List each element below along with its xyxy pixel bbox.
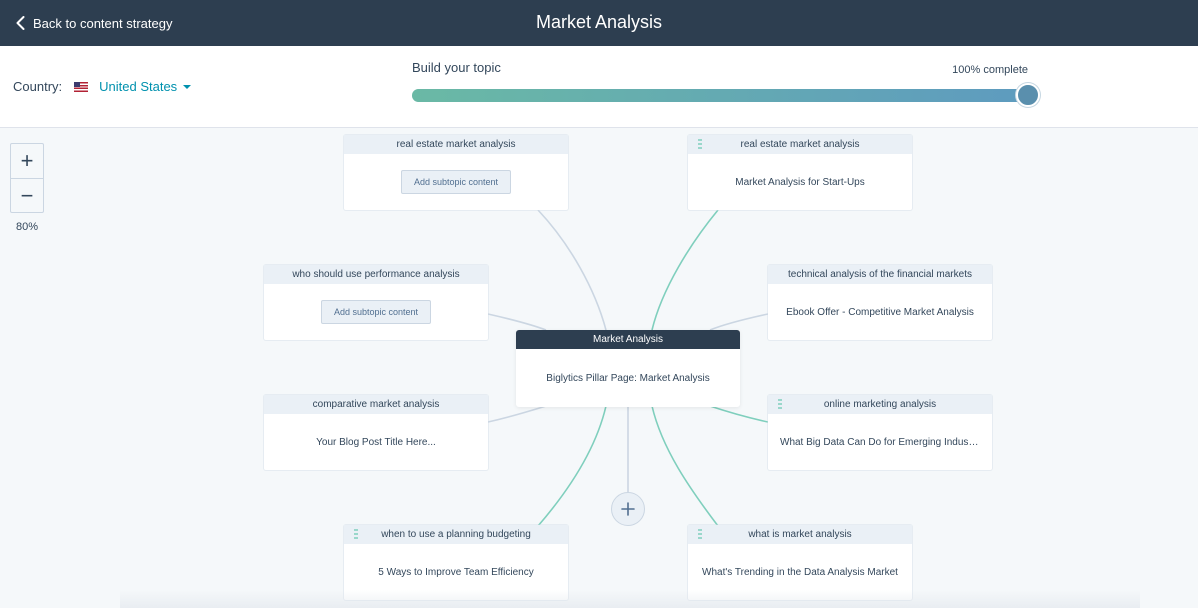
- country-value: United States: [99, 79, 178, 94]
- subtopic-header: what is market analysis: [688, 525, 912, 544]
- subtopic-header: when to use a planning budgeting: [344, 525, 568, 544]
- topic-cluster-canvas[interactable]: + − 80% real estate market analysis Add …: [0, 129, 1198, 608]
- subtopic-card[interactable]: online marketing analysis What Big Data …: [768, 395, 992, 470]
- subtopic-header: technical analysis of the financial mark…: [768, 265, 992, 284]
- subtopic-card[interactable]: comparative market analysis Your Blog Po…: [264, 395, 488, 470]
- cluster-links: [487, 209, 769, 527]
- subtopic-title: online marketing analysis: [823, 399, 937, 410]
- subtopic-header: real estate market analysis: [688, 135, 912, 154]
- country-label: Country:: [13, 79, 63, 94]
- top-bar: Back to content strategy Market Analysis: [0, 0, 1198, 46]
- subtopic-title: who should use performance analysis: [292, 269, 460, 280]
- subtopic-title: what is market analysis: [748, 529, 852, 540]
- back-to-content-strategy-link[interactable]: Back to content strategy: [16, 0, 172, 46]
- zoom-controls: + −: [10, 143, 44, 213]
- drag-handle-icon[interactable]: [778, 399, 782, 409]
- add-subtopic-content-button[interactable]: Add subtopic content: [320, 300, 432, 324]
- plus-icon: [621, 502, 635, 516]
- progress-text: 100% complete: [952, 64, 1028, 76]
- subtopic-title: comparative market analysis: [312, 399, 440, 410]
- link-subtopic-7: [537, 405, 607, 527]
- add-subtopic-content-button[interactable]: Add subtopic content: [400, 170, 512, 194]
- subtopic-header: online marketing analysis: [768, 395, 992, 414]
- chevron-left-icon: [16, 16, 25, 30]
- caret-down-icon: [183, 84, 192, 89]
- progress-handle: [1016, 83, 1040, 107]
- drag-handle-icon[interactable]: [698, 529, 702, 539]
- bottom-fade: [120, 590, 1140, 608]
- subtopic-content-title: What's Trending in the Data Analysis Mar…: [702, 566, 898, 578]
- subtopic-card[interactable]: who should use performance analysis Add …: [264, 265, 488, 340]
- subtopic-card[interactable]: when to use a planning budgeting 5 Ways …: [344, 525, 568, 600]
- subtopic-header: real estate market analysis: [344, 135, 568, 154]
- subtopic-header: who should use performance analysis: [264, 265, 488, 284]
- zoom-in-button[interactable]: +: [20, 148, 34, 173]
- link-subtopic-8: [651, 405, 719, 527]
- link-subtopic-1: [537, 209, 607, 331]
- country-dropdown[interactable]: United States: [99, 79, 192, 94]
- add-subtopic-button[interactable]: [611, 492, 645, 526]
- subtopic-title: real estate market analysis: [740, 139, 860, 150]
- country-selector: Country: United States: [13, 79, 192, 94]
- subtopic-title: when to use a planning budgeting: [381, 529, 531, 540]
- us-flag-icon: [74, 81, 89, 92]
- page-title: Market Analysis: [535, 12, 663, 32]
- pillar-header: Market Analysis: [516, 330, 740, 349]
- subtopic-content-title: Your Blog Post Title Here...: [316, 436, 436, 448]
- topic-toolbar: Country: United States Build your topic …: [0, 46, 1198, 128]
- subtopic-card[interactable]: technical analysis of the financial mark…: [768, 265, 992, 340]
- progress-fill: [412, 89, 1028, 102]
- subtopic-card[interactable]: real estate market analysis Market Analy…: [688, 135, 912, 210]
- subtopic-content-title: 5 Ways to Improve Team Efficiency: [378, 566, 534, 578]
- link-subtopic-4: [709, 313, 769, 331]
- subtopic-content-title: Market Analysis for Start-Ups: [735, 176, 865, 188]
- back-label: Back to content strategy: [33, 15, 173, 31]
- drag-handle-icon[interactable]: [354, 529, 358, 539]
- subtopic-card[interactable]: what is market analysis What's Trending …: [688, 525, 912, 600]
- subtopic-title: technical analysis of the financial mark…: [788, 269, 972, 280]
- link-subtopic-5: [487, 405, 547, 423]
- progress-label: Build your topic: [412, 60, 501, 75]
- zoom-out-button[interactable]: −: [11, 178, 43, 212]
- subtopic-content-title: What Big Data Can Do for Emerging Indust…: [780, 436, 980, 448]
- pillar-content-title: Biglytics Pillar Page: Market Analysis: [546, 372, 710, 384]
- link-subtopic-3: [487, 313, 547, 331]
- drag-handle-icon[interactable]: [698, 139, 702, 149]
- link-subtopic-2: [651, 209, 719, 331]
- subtopic-content-title: Ebook Offer - Competitive Market Analysi…: [786, 306, 974, 318]
- progress-track: [412, 89, 1028, 102]
- pillar-page-card[interactable]: Market Analysis Biglytics Pillar Page: M…: [516, 330, 740, 407]
- subtopic-card[interactable]: real estate market analysis Add subtopic…: [344, 135, 568, 210]
- subtopic-title: real estate market analysis: [396, 139, 516, 150]
- subtopic-header: comparative market analysis: [264, 395, 488, 414]
- link-subtopic-6: [709, 405, 769, 423]
- zoom-level: 80%: [15, 221, 39, 233]
